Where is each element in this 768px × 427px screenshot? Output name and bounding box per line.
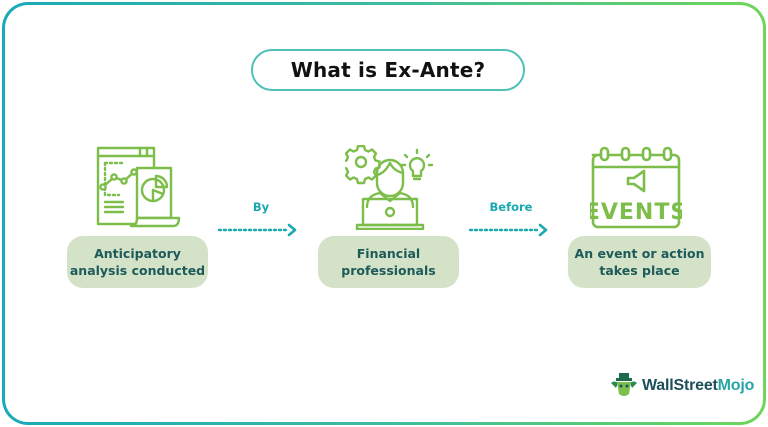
step-label-line: Anticipatory [94,246,181,261]
brand-logo: WallStreetMojo [610,373,754,399]
svg-text:EVENTS: EVENTS [590,200,682,225]
events-calendar-icon: EVENTS [590,146,682,229]
dotted-arrow-icon [468,223,548,237]
diagram-canvas: What is Ex-Ante? By [5,5,763,422]
step-label-line: Financial [356,246,421,261]
connector-label-before: Before [489,200,533,214]
brand-name: WallStreetMojo [642,377,754,395]
lightbulb-icon [400,148,434,181]
step-label-event-takes-place: An event or action takes place [568,236,711,288]
megaphone-icon [626,169,646,193]
step-label-financial-professionals: Financial professionals [318,236,459,288]
brand-name-part1: WallStreet [642,377,718,394]
brand-name-part2: Mojo [717,377,755,394]
diagram-title: What is Ex-Ante? [251,49,525,91]
step-label-anticipatory-analysis: Anticipatory analysis conducted [67,236,208,288]
connector-label-by: By [252,200,270,214]
step-label-line: analysis conducted [69,263,206,278]
step-label-line: An event or action [574,246,705,261]
analytics-report-icon [96,146,181,228]
gear-icon [345,145,381,185]
step-label-line: takes place [599,263,680,278]
wallstreetmojo-mascot-icon [611,373,637,396]
dotted-arrow-icon [217,223,297,237]
professional-at-laptop-icon [345,145,434,230]
step-label-line: professionals [341,263,436,278]
